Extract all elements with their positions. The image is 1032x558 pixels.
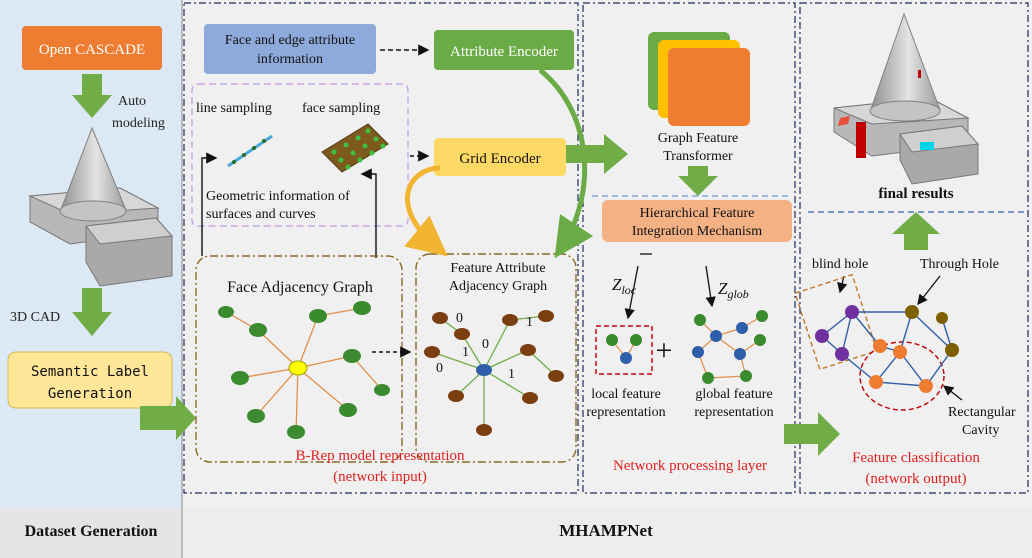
plus-sign: + xyxy=(656,334,673,367)
open-cascade-box xyxy=(22,26,162,70)
rectangular-cavity-line1: Rectangular xyxy=(948,405,1016,420)
open-cascade-label: Open CASCADE xyxy=(39,42,145,58)
dataset-title: Dataset Generation xyxy=(25,523,158,540)
geometric-info-line2: surfaces and curves xyxy=(206,207,316,222)
global-feature-graph xyxy=(692,310,768,384)
sampling-box xyxy=(191,83,409,227)
z-loc-label: Zloc xyxy=(612,275,637,297)
output-to-final-arrow xyxy=(892,212,940,250)
line-sampling-image xyxy=(227,134,273,168)
hfim-box xyxy=(602,200,792,242)
fag-to-line-sampling-arrow xyxy=(201,152,218,256)
transformer-to-hfim-arrow xyxy=(678,166,718,196)
fag-title: Face Adjacency Graph xyxy=(227,279,373,296)
semantic-label-box xyxy=(7,351,173,409)
auto-modeling-arrow xyxy=(72,74,112,118)
semantic-label-line1: Semantic Label xyxy=(31,364,149,380)
brep-section-border xyxy=(183,2,579,494)
grid-encoder-to-faag-arrow xyxy=(404,165,448,257)
modeling-label: modeling xyxy=(112,116,165,131)
faag-title-line2: Adjacency Graph xyxy=(449,279,547,294)
cad-label: 3D CAD xyxy=(10,310,60,325)
fag-box xyxy=(195,255,403,463)
face-sampling-image xyxy=(321,123,389,173)
hfim-label-line2: Integration Mechanism xyxy=(632,224,762,239)
fag-nodes xyxy=(218,301,390,439)
grid-encoder-box xyxy=(434,138,566,176)
output-graph-edges xyxy=(821,311,953,387)
network-title-bar xyxy=(182,508,1032,558)
brep-caption-line1: B-Rep model representation xyxy=(295,448,465,464)
faag-edge-label: 0 xyxy=(436,361,443,376)
rectangular-cavity-line2: Cavity xyxy=(962,423,999,438)
through-hole-pointer xyxy=(917,275,941,306)
faag-edge-label: 0 xyxy=(456,311,463,326)
output-caption-line2: (network output) xyxy=(865,471,966,487)
local-feature-box xyxy=(595,325,653,375)
output-graph-nodes xyxy=(815,305,959,393)
blind-hole-pointer xyxy=(837,275,848,294)
faag-to-transformer-arrow xyxy=(566,134,628,174)
processing-caption: Network processing layer xyxy=(613,458,767,474)
dataset-to-network-arrow xyxy=(140,396,196,440)
dataset-title-bar xyxy=(0,508,182,558)
auto-label: Auto xyxy=(118,94,146,109)
line-sampling-label: line sampling xyxy=(196,101,272,116)
face-edge-box xyxy=(204,24,376,74)
processing-to-output-arrow xyxy=(784,412,840,456)
output-caption-line1: Feature classification xyxy=(852,450,980,466)
attribute-encoder-box xyxy=(434,30,574,70)
transformer-label-line2: Transformer xyxy=(663,149,733,164)
blind-hole-label: blind hole xyxy=(812,257,868,272)
output-section-border xyxy=(799,2,1029,494)
semantic-label-line2: Generation xyxy=(48,386,132,402)
global-feature-line1: global feature xyxy=(695,387,772,402)
global-feature-line2: representation xyxy=(694,405,773,420)
faag-edge-label: 1 xyxy=(462,345,469,360)
rectangular-cavity-group-box xyxy=(859,341,945,411)
faag-box xyxy=(415,253,577,463)
transformer-label-line1: Graph Feature xyxy=(658,131,738,146)
faag-center-node xyxy=(476,364,492,376)
faag-title-line1: Feature Attribute xyxy=(450,261,545,276)
grid-encoder-label: Grid Encoder xyxy=(459,151,540,167)
through-hole-label: Through Hole xyxy=(920,257,999,272)
hfim-to-global-arrow xyxy=(705,265,716,308)
face-edge-line1: Face and edge attribute xyxy=(225,33,355,48)
cad-arrow xyxy=(72,288,112,336)
fag-to-face-sampling-arrow xyxy=(360,168,377,258)
cad-model-image xyxy=(28,126,174,287)
final-results-label: final results xyxy=(878,186,953,202)
z-glob-label: Zglob xyxy=(718,279,749,301)
rectangular-cavity-pointer xyxy=(942,385,963,401)
faag-edge-label: 1 xyxy=(526,315,533,330)
local-feature-line2: representation xyxy=(586,405,665,420)
network-title: MHAMPNet xyxy=(559,521,653,540)
face-sampling-label: face sampling xyxy=(302,101,380,116)
geometric-info-line1: Geometric information of xyxy=(206,189,350,204)
faag-edge-label: 0 xyxy=(482,337,489,352)
fag-center-node xyxy=(288,360,308,376)
hfim-to-local-arrow xyxy=(624,265,639,320)
faag-nodes xyxy=(424,310,564,436)
faag-edge-label: 1 xyxy=(508,367,515,382)
hfim-label-line1: Hierarchical Feature xyxy=(640,206,755,221)
face-edge-line2: information xyxy=(257,52,323,67)
graph-feature-transformer-stack xyxy=(648,32,750,126)
brep-caption-line2: (network input) xyxy=(333,469,427,485)
local-feature-graph xyxy=(606,334,642,364)
local-feature-line1: local feature xyxy=(591,387,661,402)
final-results-model-image xyxy=(833,12,980,185)
attribute-encoder-label: Attribute Encoder xyxy=(450,44,558,60)
